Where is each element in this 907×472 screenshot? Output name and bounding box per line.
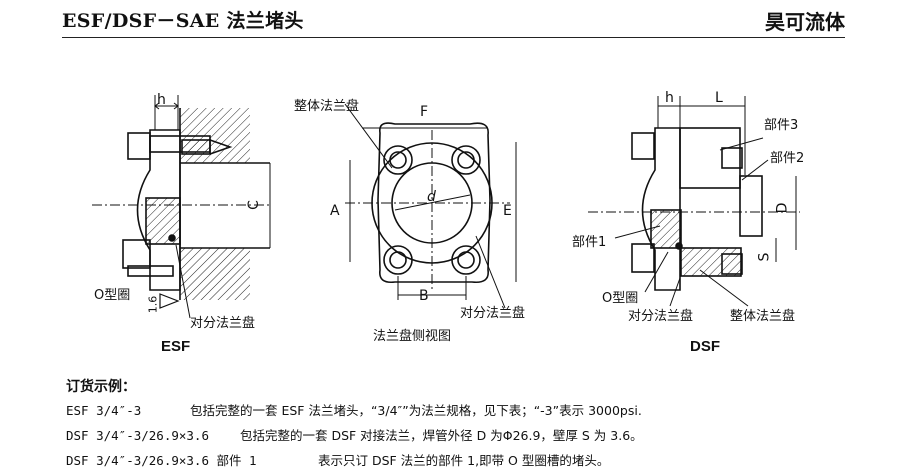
dsf-dim-d: D	[774, 202, 791, 214]
order-code: DSF 3/4″-3/26.9×3.6	[66, 428, 209, 443]
dsf-dim-l: L	[715, 90, 723, 106]
order-row: ESF 3/4″-3 包括完整的一套 ESF 法兰堵头，“3/4″”为法兰规格，…	[66, 400, 642, 419]
dsf-part1-label: 部件1	[572, 235, 607, 250]
esf-drawing	[92, 95, 271, 319]
esf-slope-label: 1.6	[146, 295, 160, 314]
side-dim-f: F	[420, 104, 429, 120]
side-caption: 法兰盘侧视图	[373, 329, 452, 344]
dsf-oring-label: O型圈	[602, 291, 639, 306]
dsf-dim-h: h	[665, 90, 674, 106]
page-title: ESF/DSF－SAE 法兰堵头	[62, 10, 304, 32]
dsf-caption: DSF	[690, 338, 720, 355]
esf-dim-h: h	[157, 92, 166, 108]
side-split-flange-label: 对分法兰盘	[460, 306, 526, 321]
esf-oring-label: O型圈	[94, 288, 131, 303]
flange-side-view	[344, 103, 517, 309]
esf-split-flange-label: 对分法兰盘	[190, 316, 256, 331]
dsf-whole-flange-label: 整体法兰盘	[730, 309, 796, 324]
header-divider	[62, 37, 845, 38]
esf-caption: ESF	[161, 338, 191, 355]
dsf-split-flange-label: 对分法兰盘	[628, 309, 694, 324]
dsf-part3-label: 部件3	[764, 118, 799, 133]
order-row: DSF 3/4″-3/26.9×3.6 包括完整的一套 DSF 对接法兰，焊管外…	[66, 425, 643, 444]
side-whole-flange-label: 整体法兰盘	[294, 99, 360, 114]
side-dim-b: B	[419, 288, 429, 304]
side-dim-a: A	[330, 203, 340, 219]
side-dim-e: E	[503, 203, 512, 219]
order-desc: 包括完整的一套 DSF 对接法兰，焊管外径 D 为Φ26.9，壁厚 S 为 3.…	[239, 428, 643, 443]
dsf-drawing	[588, 96, 800, 307]
side-dim-d: d	[427, 189, 436, 205]
order-code: DSF 3/4″-3/26.9×3.6 部件 1	[66, 453, 257, 468]
brand-name: 昊可流体	[765, 10, 845, 34]
dsf-part2-label: 部件2	[770, 151, 805, 166]
order-desc: 表示只订 DSF 法兰的部件 1,即带 O 型圈槽的堵头。	[317, 453, 610, 468]
esf-dim-c: C	[245, 200, 262, 210]
order-row: DSF 3/4″-3/26.9×3.6 部件 1 表示只订 DSF 法兰的部件 …	[66, 450, 609, 469]
order-desc: 包括完整的一套 ESF 法兰堵头，“3/4″”为法兰规格，见下表；“-3”表示 …	[189, 403, 642, 418]
dsf-dim-s: S	[756, 252, 773, 262]
order-code: ESF 3/4″-3	[66, 403, 142, 418]
order-title: 订货示例：	[66, 379, 136, 395]
